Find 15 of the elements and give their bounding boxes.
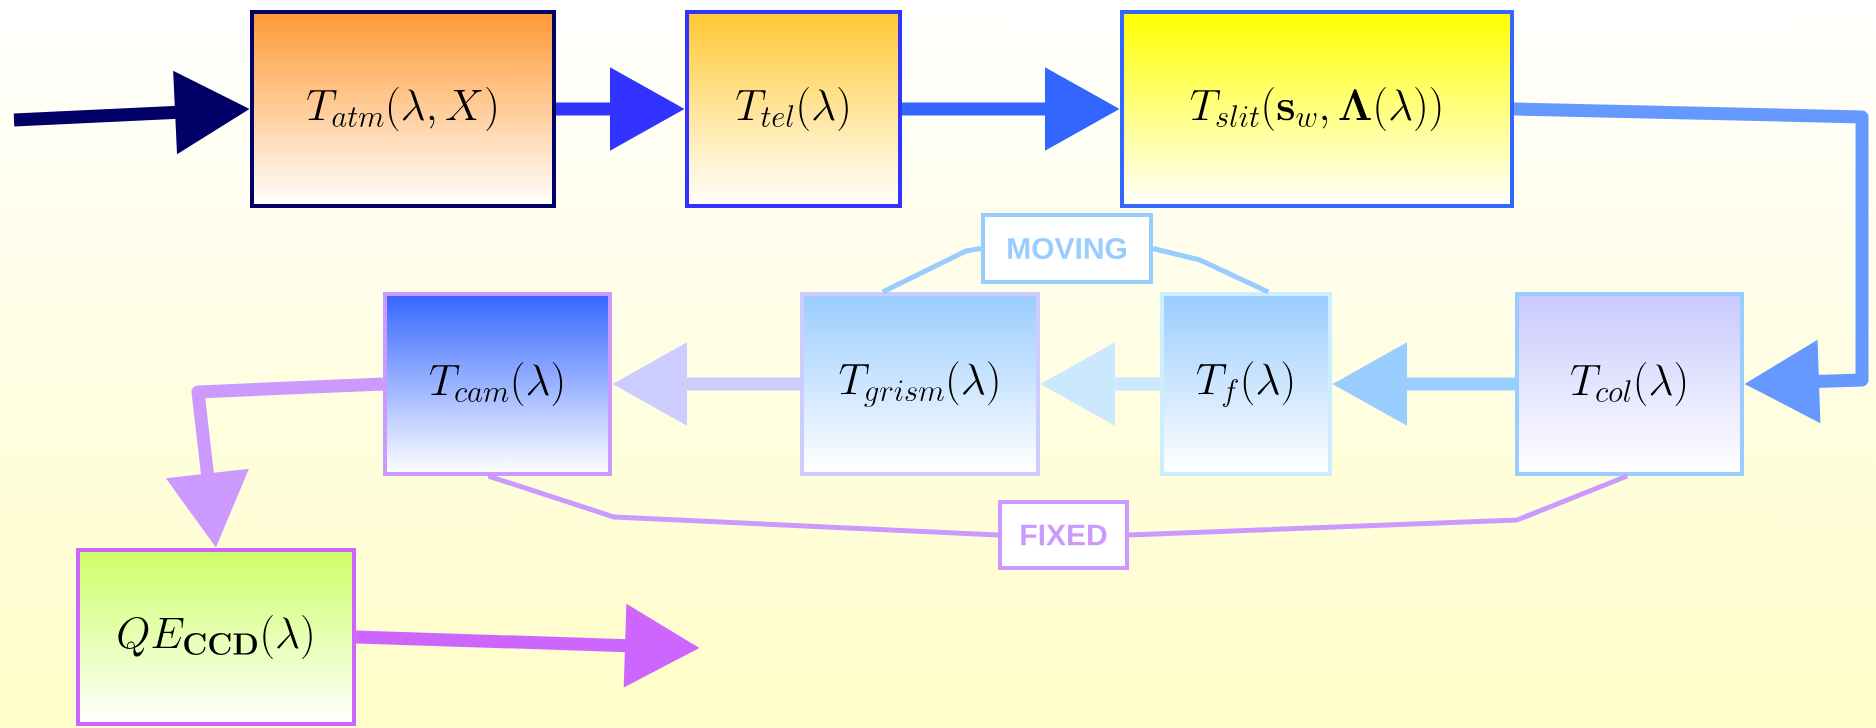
label-box: FIXED (998, 500, 1129, 570)
formula-box: $T_{slit}(\mathbf{s}_{w},\mathbf{\Lambda}(\lambda))$ (1120, 10, 1514, 208)
formula-box: $T_{grism}(\lambda)$ (800, 292, 1040, 476)
formula-box: $T_{cam}(\lambda)$ (383, 292, 612, 476)
formula-box: $T_{atm}(\lambda,X)$ (250, 10, 556, 208)
arrow (1513, 102, 1869, 424)
leader-line (1128, 473, 1629, 538)
leader-line (1152, 246, 1270, 295)
leader-line (881, 246, 982, 295)
formula-box: $T_{f}(\lambda)$ (1160, 292, 1332, 476)
leader-line (487, 473, 999, 538)
formula-box: $T_{col}(\lambda)$ (1515, 292, 1744, 476)
formula-box: $T_{tel}(\lambda)$ (685, 10, 902, 208)
label-box: MOVING (981, 213, 1153, 284)
formula-box: $QE_{\mathbf{CCD}}(\lambda)$ (76, 548, 356, 726)
